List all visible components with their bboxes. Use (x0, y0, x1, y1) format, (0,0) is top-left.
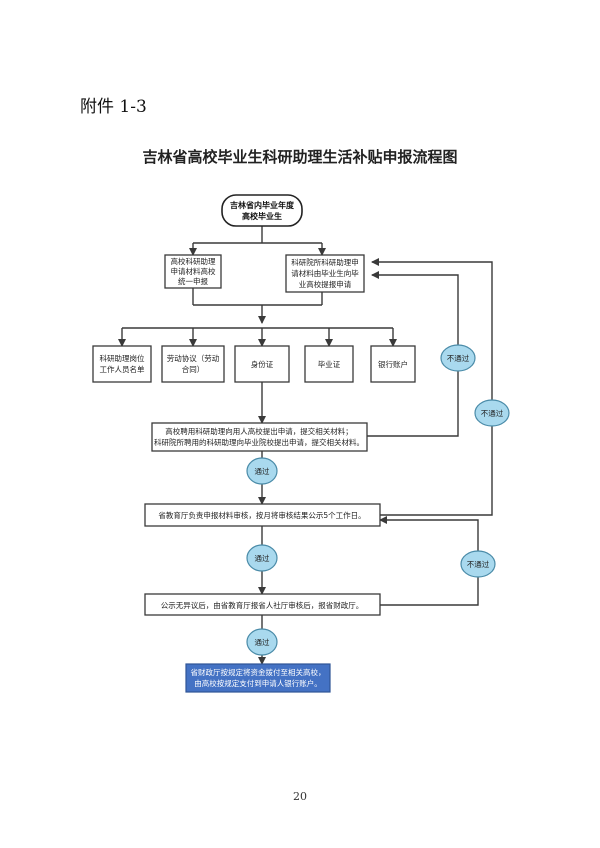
fail-label-1: 不通过 (447, 353, 470, 363)
pass-bubble-2: 通过 (246, 544, 278, 572)
material-box-3: 身份证 (234, 345, 290, 383)
material-2-line-1: 劳动协议（劳动 (167, 353, 220, 363)
submit-line-1: 高校聘用科研助理向用人高校提出申请，提交相关材料； (165, 426, 353, 436)
branch-right-box: 科研院所科研助理申 请材料由毕业生向毕 业高校提报申请 (285, 254, 365, 293)
branch-right-line-3: 业高校提报申请 (299, 279, 352, 289)
start-line-2: 高校毕业生 (242, 211, 282, 221)
page-number: 20 (293, 790, 307, 803)
loop-publicize-back (379, 516, 479, 552)
pass-bubble-3: 通过 (246, 628, 278, 656)
branch-left-line-2: 申请材料高校 (171, 266, 216, 276)
pass-label-3: 通过 (255, 637, 270, 647)
material-box-1: 科研助理岗位 工作人员名单 (92, 345, 152, 383)
final-box: 省财政厅按规定将资金拨付至相关高校， 由高校按规定支付到申请人银行账户。 (185, 663, 331, 693)
pass-label-1: 通过 (255, 466, 270, 476)
loop-submit-back (371, 271, 459, 346)
material-box-4: 毕业证 (304, 345, 354, 383)
fail-bubble-3: 不通过 (460, 550, 496, 578)
final-line-2: 由高校按规定支付到申请人银行账户。 (194, 678, 322, 688)
branch-left-box: 高校科研助理 申请材料高校 统一申报 (164, 254, 222, 289)
fail-bubble-1: 不通过 (440, 344, 476, 372)
material-box-5: 银行账户 (370, 345, 416, 383)
publicize-box: 公示无异议后，由省教育厅报省人社厅审核后，报省财政厅。 (144, 593, 381, 616)
publicize-text: 公示无异议后，由省教育厅报省人社厅审核后，报省财政厅。 (161, 600, 364, 610)
material-5-line-1: 银行账户 (378, 359, 408, 369)
final-line-1: 省财政厅按规定将资金拨付至相关高校， (191, 667, 326, 677)
loop-submit-up (367, 370, 459, 437)
branch-right-line-1: 科研院所科研助理申 (291, 257, 359, 267)
material-3-line-1: 身份证 (251, 359, 274, 369)
review-text: 省教育厅负责申报材料审核，按月将审核结果公示5个工作日。 (158, 510, 365, 520)
annex-label: 附件 1-3 (80, 97, 147, 117)
submit-box: 高校聘用科研助理向用人高校提出申请，提交相关材料； 科研院所聘用的科研助理向毕业… (151, 422, 368, 452)
loop-review-up (380, 425, 493, 516)
material-box-2: 劳动协议（劳动 合同） (161, 345, 225, 383)
material-2-line-2: 合同） (182, 364, 205, 374)
start-line-1: 吉林省内毕业年度 (230, 200, 295, 210)
pass-bubble-1: 通过 (246, 457, 278, 485)
flowchart-title: 吉林省高校毕业生科研助理生活补贴申报流程图 (142, 148, 458, 166)
branch-left-line-3: 统一申报 (178, 276, 208, 286)
review-box: 省教育厅负责申报材料审核，按月将审核结果公示5个工作日。 (144, 503, 381, 527)
connectors (118, 226, 493, 665)
loop-publicize-up (380, 576, 479, 606)
loop-review-back (371, 258, 493, 401)
branch-right-line-2: 请材料由毕业生向毕 (291, 268, 359, 278)
material-1-line-1: 科研助理岗位 (100, 353, 145, 363)
branch-left-line-1: 高校科研助理 (171, 256, 216, 266)
fail-label-3: 不通过 (467, 559, 490, 569)
fail-label-2: 不通过 (481, 408, 504, 418)
pass-label-2: 通过 (255, 553, 270, 563)
submit-line-2: 科研院所聘用的科研助理向毕业院校提出申请，提交相关材料。 (154, 437, 364, 447)
start-node: 吉林省内毕业年度 高校毕业生 (221, 194, 303, 227)
fail-bubble-2: 不通过 (474, 399, 510, 427)
material-1-line-2: 工作人员名单 (100, 364, 145, 374)
material-4-line-1: 毕业证 (318, 359, 341, 369)
